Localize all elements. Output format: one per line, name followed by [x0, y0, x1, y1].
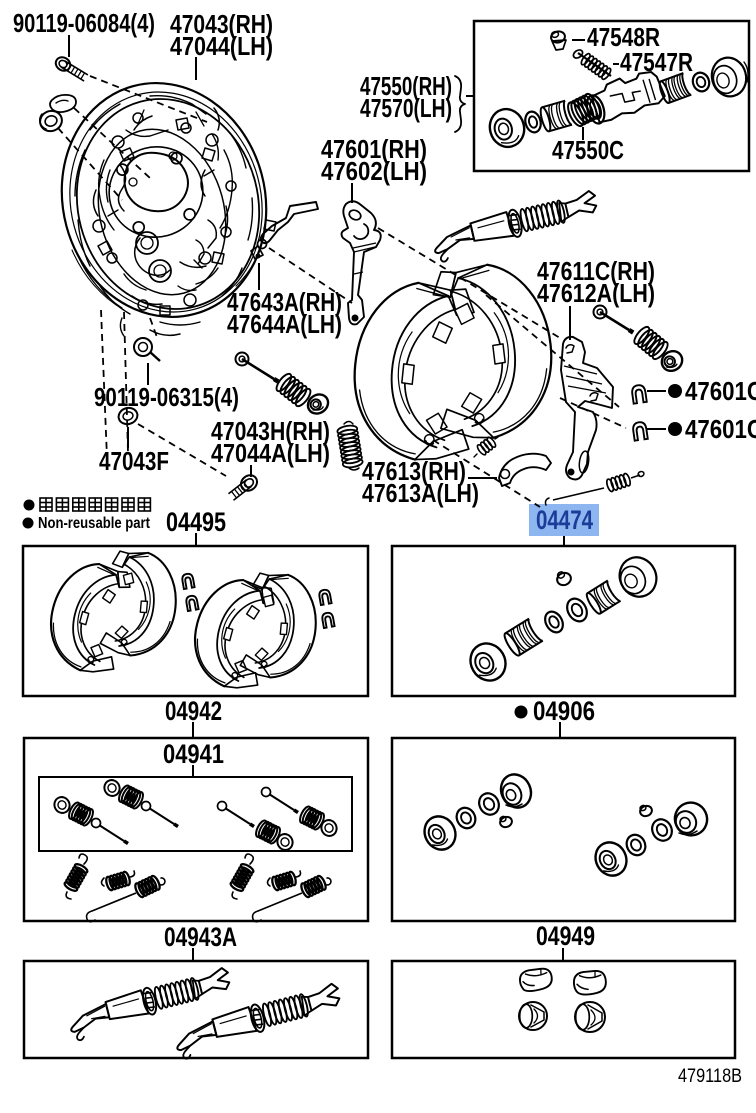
svg-text:47043(RH): 47043(RH): [170, 9, 273, 39]
svg-text:47550(RH): 47550(RH): [360, 71, 452, 101]
svg-text:47611C(RH): 47611C(RH): [537, 256, 655, 286]
svg-text:47550C: 47550C: [552, 135, 624, 165]
svg-text:47044(LH): 47044(LH): [170, 31, 273, 61]
svg-text:47043F: 47043F: [99, 446, 169, 476]
svg-text:47044A(LH): 47044A(LH): [211, 438, 330, 468]
svg-text:47644A(LH): 47644A(LH): [227, 309, 342, 339]
svg-text:47601(RH): 47601(RH): [321, 134, 427, 164]
svg-text:479118B: 479118B: [678, 1066, 742, 1087]
svg-text:Non-reusable part: Non-reusable part: [38, 515, 151, 532]
svg-text:47643A(RH): 47643A(RH): [227, 287, 342, 317]
svg-text:90119-06315(4): 90119-06315(4): [94, 382, 239, 412]
svg-text:04474: 04474: [536, 505, 593, 535]
svg-text:47570(LH): 47570(LH): [360, 93, 452, 123]
svg-text:47601C: 47601C: [685, 414, 756, 444]
svg-text:90119-06084(4): 90119-06084(4): [13, 8, 155, 38]
svg-text:47602(LH): 47602(LH): [321, 156, 427, 186]
svg-text:47613A(LH): 47613A(LH): [362, 478, 479, 508]
svg-text:47548R: 47548R: [587, 22, 660, 52]
svg-text:04942: 04942: [165, 696, 222, 726]
svg-text:04906: 04906: [533, 696, 595, 726]
svg-text:04949: 04949: [536, 921, 595, 951]
svg-text:47612A(LH): 47612A(LH): [537, 278, 655, 308]
svg-text:47613(RH): 47613(RH): [362, 456, 466, 486]
svg-text:04941: 04941: [163, 739, 224, 769]
svg-text:47601C: 47601C: [685, 376, 756, 406]
svg-text:47043H(RH): 47043H(RH): [211, 416, 330, 446]
svg-text:04495: 04495: [166, 507, 226, 537]
svg-text:04943A: 04943A: [164, 922, 237, 952]
svg-text:47547R: 47547R: [620, 47, 693, 77]
